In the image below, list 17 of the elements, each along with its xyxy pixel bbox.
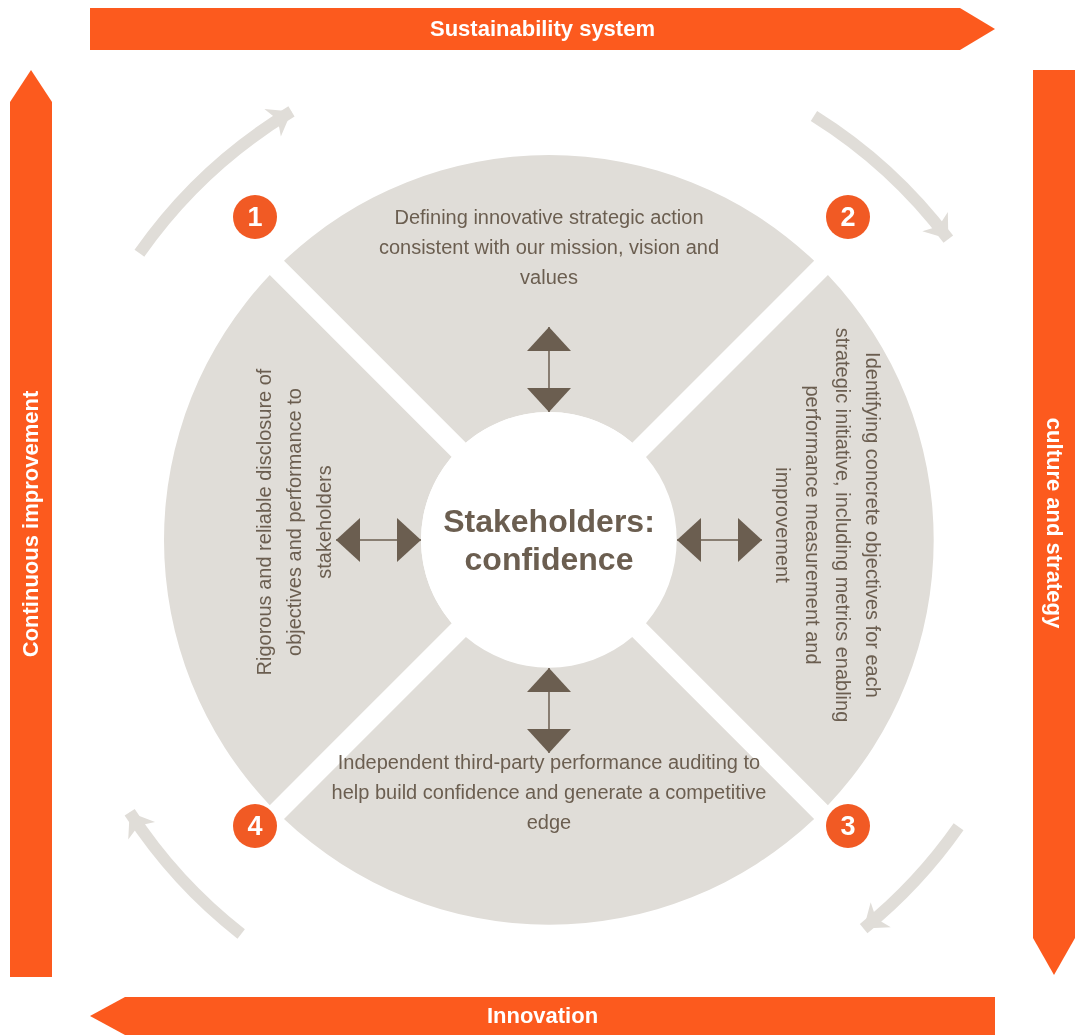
segment-text: Independent third-party performance auditing to help build confidence and generate a competitive edge [330,750,768,835]
center-title: Stakeholders: confidence [442,502,656,578]
step-number: 2 [826,195,870,239]
double-arrow [527,667,571,754]
segment-text: Rigorous and reliable disclosure of objectives and performance to stakeholders [252,367,336,678]
banner-label: Sustainability system [430,16,655,42]
step-number: 4 [233,804,277,848]
double-arrow [335,518,422,562]
double-arrow [676,518,763,562]
step-number: 3 [826,804,870,848]
segment-text: Identifying concrete objectives for each strategic initiative, including metrics enabling performance measurement and improvement [771,326,885,725]
banner-label: culture and strategy [1041,417,1067,628]
double-arrow [527,326,571,413]
step-number: 1 [233,195,277,239]
segment-text: Defining innovative strategic action consistent with our mission, vision and values [377,205,721,290]
banner-label: Continuous improvement [18,390,44,657]
banner-label: Innovation [486,1003,599,1029]
